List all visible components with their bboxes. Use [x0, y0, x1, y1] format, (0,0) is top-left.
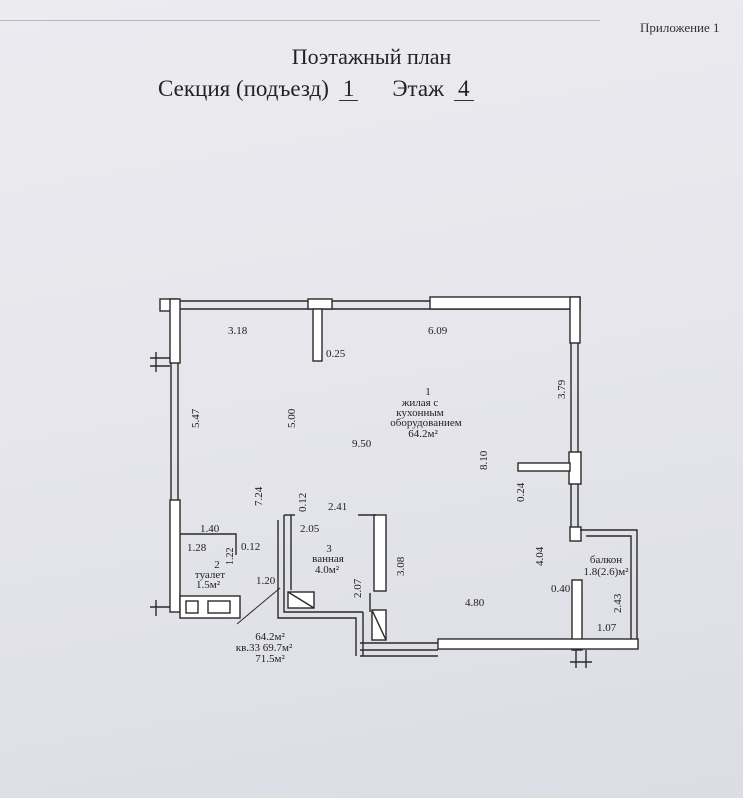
dim-1-40: 1.40 — [200, 523, 220, 535]
header-rule — [0, 0, 600, 21]
living-room-line2: кухонным — [396, 407, 443, 419]
page-title: Поэтажный план — [291, 44, 452, 69]
dimension-labels: 3.18 6.09 0.25 3.79 5.47 5.00 9.50 8.10 … — [187, 325, 624, 634]
section-floor-line: Секция (подъезд) 1 Этаж 4 — [158, 76, 474, 102]
dim-2-43: 2.43 — [612, 593, 624, 613]
living-room-number: 1 — [425, 386, 431, 398]
toilet-area: 1.5м² — [196, 579, 221, 591]
balcony-name: балкон — [590, 554, 622, 566]
dim-6-09: 6.09 — [428, 325, 448, 337]
dim-1-22: 1.22 — [225, 548, 236, 566]
floor-label: Этаж — [392, 76, 444, 101]
bathroom-name: ванная — [312, 553, 344, 565]
dim-2-07: 2.07 — [352, 578, 364, 598]
dim-8-10: 8.10 — [478, 450, 490, 470]
dim-7-24: 7.24 — [253, 486, 265, 506]
room-labels: 1 жилая с кухонным оборудованием 64.2м² … — [195, 386, 629, 591]
summary-apartment: кв.33 69.7м² — [236, 642, 293, 654]
dim-2-41: 2.41 — [328, 501, 347, 513]
summary-living-area: 64.2м² — [255, 631, 285, 643]
dim-1-07: 1.07 — [597, 622, 617, 634]
dim-2-05: 2.05 — [300, 523, 320, 535]
balcony-area: 1.8(2.6)м² — [583, 566, 629, 578]
dim-1-20: 1.20 — [256, 575, 276, 587]
dim-0-25: 0.25 — [326, 348, 346, 360]
dim-9-50: 9.50 — [352, 438, 372, 450]
living-room-area: 64.2м² — [408, 428, 438, 440]
summary-total-area: 71.5м² — [255, 653, 285, 665]
floor-number: 4 — [454, 77, 474, 101]
dim-3-08: 3.08 — [395, 556, 407, 576]
dim-4-04: 4.04 — [534, 546, 546, 566]
section-label: Секция (подъезд) — [158, 76, 329, 101]
dim-5-00: 5.00 — [286, 408, 298, 428]
section-number: 1 — [338, 77, 359, 101]
living-room-line3: оборудованием — [390, 417, 461, 429]
walls — [150, 296, 639, 668]
dim-5-47: 5.47 — [190, 408, 202, 428]
toilet-name: туалет — [195, 569, 225, 581]
bathroom-number: 3 — [326, 543, 332, 555]
dim-3-79: 3.79 — [556, 379, 568, 399]
dim-4-80: 4.80 — [465, 597, 485, 609]
toilet-number: 2 — [214, 559, 220, 571]
appendix-label: Приложение 1 — [640, 20, 720, 35]
dim-1-28: 1.28 — [187, 542, 207, 554]
dim-0-12: 0.12 — [241, 541, 260, 553]
living-room-line1: жилая с — [401, 397, 439, 409]
apartment-summary: 64.2м² кв.33 69.7м² 71.5м² — [236, 631, 293, 665]
dim-3-18: 3.18 — [228, 325, 248, 337]
dim-0-40: 0.40 — [551, 583, 571, 595]
dim-0-24: 0.24 — [515, 482, 527, 502]
dim-0-12-vertical: 0.12 — [297, 493, 309, 512]
bathroom-area: 4.0м² — [315, 564, 340, 576]
